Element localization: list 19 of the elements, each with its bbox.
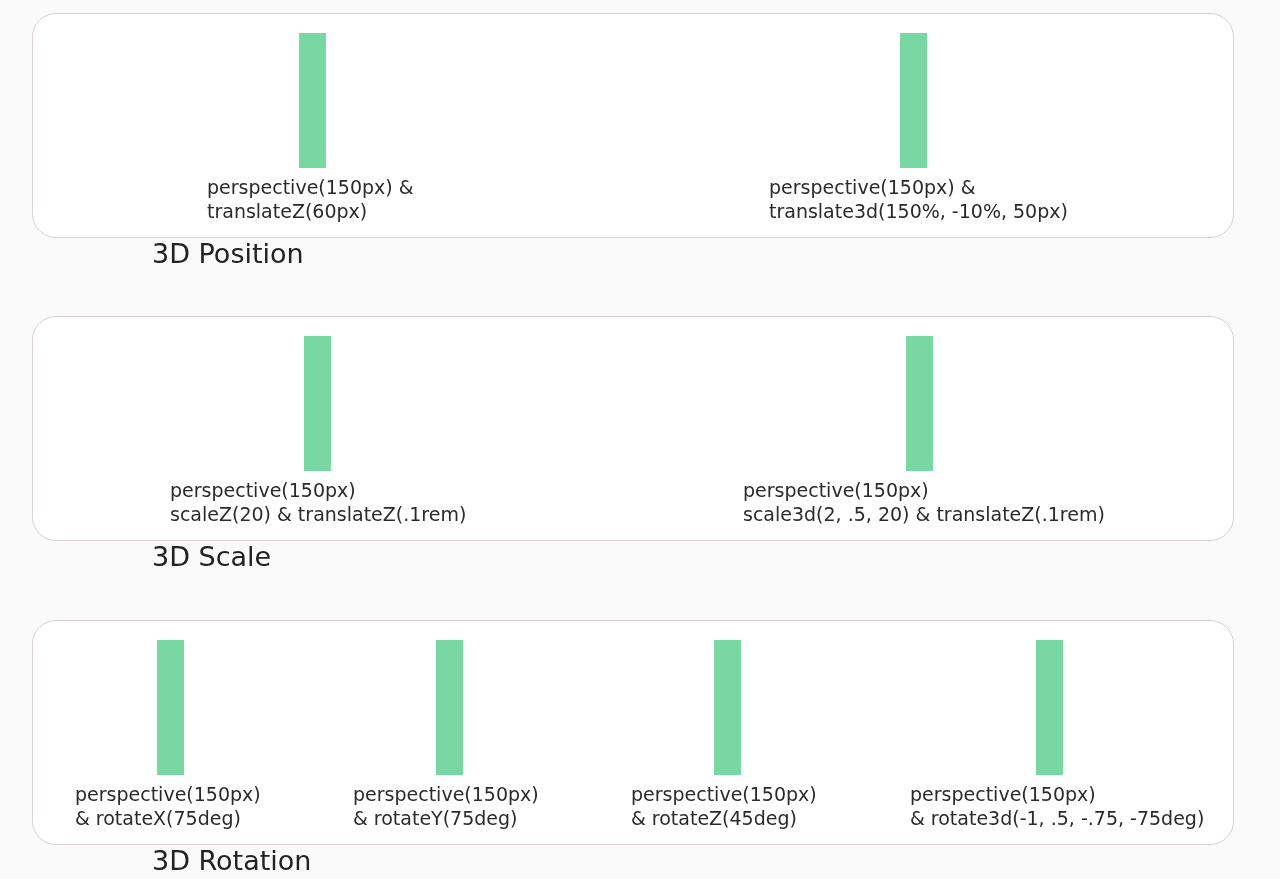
code-caption: perspective(150px) & rotateY(75deg)	[353, 782, 539, 830]
bar	[1036, 640, 1063, 775]
section-heading: 3D Position	[152, 238, 304, 270]
code-caption: perspective(150px) scale3d(2, .5, 20) & translateZ(.1rem)	[743, 478, 1105, 526]
bar	[436, 640, 463, 775]
bar	[906, 336, 933, 471]
section-heading: 3D Rotation	[152, 845, 312, 877]
bar	[157, 640, 184, 775]
bar	[299, 33, 326, 168]
code-caption: perspective(150px) scaleZ(20) & translateZ(.1rem)	[170, 478, 467, 526]
code-caption: perspective(150px) & rotate3d(-1, .5, -.75, -75deg)	[910, 782, 1205, 830]
code-caption: perspective(150px) & rotateZ(45deg)	[631, 782, 817, 830]
code-caption: perspective(150px) & translate3d(150%, -10%, 50px)	[769, 175, 1068, 223]
code-caption: perspective(150px) & rotateX(75deg)	[75, 782, 261, 830]
section-heading: 3D Scale	[152, 541, 272, 573]
bar	[714, 640, 741, 775]
bar	[900, 33, 927, 168]
code-caption: perspective(150px) & translateZ(60px)	[207, 175, 414, 223]
bar	[304, 336, 331, 471]
